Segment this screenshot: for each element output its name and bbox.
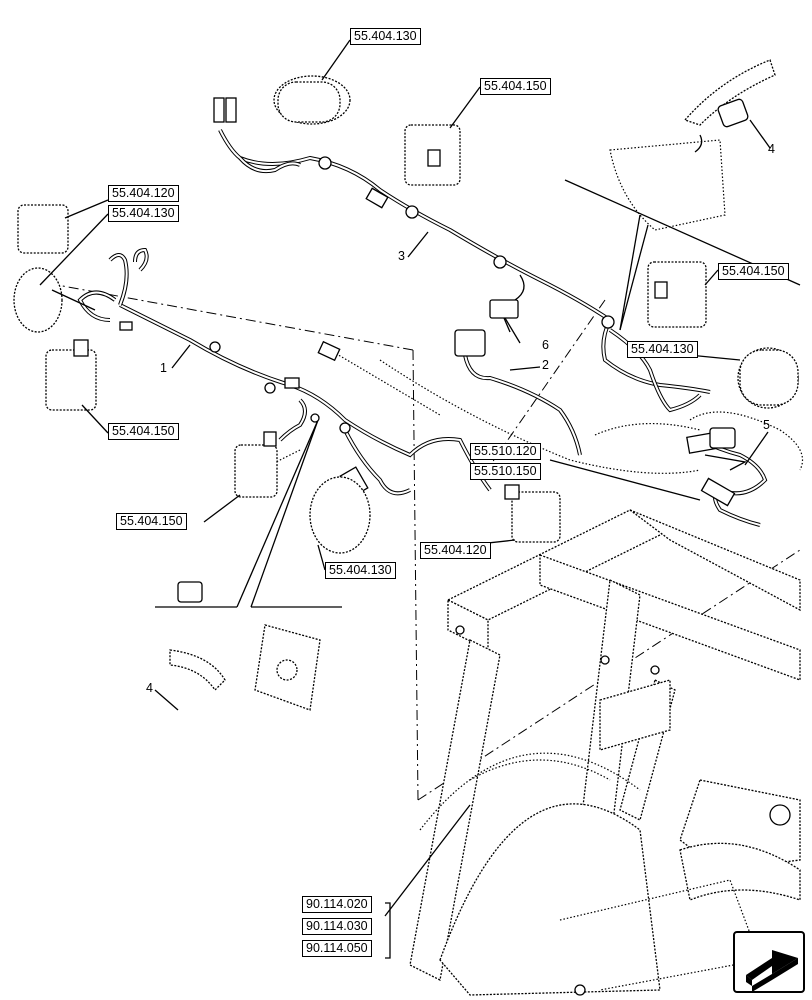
cab-frame xyxy=(409,509,801,996)
lamp-left-top xyxy=(17,204,69,254)
roof-outline xyxy=(379,139,804,474)
ref-box-55-404-120-left: 55.404.120 xyxy=(108,185,179,202)
harness-5 xyxy=(686,427,768,527)
ref-box-55-404-150-mid: 55.404.150 xyxy=(116,513,187,530)
next-page-arrow-icon[interactable] xyxy=(733,931,805,993)
ref-box-55-404-150-left-bottom: 55.404.150 xyxy=(108,423,179,440)
item-number-5: 5 xyxy=(763,418,770,432)
harness-1 xyxy=(77,247,492,498)
ref-box-55-404-130-left: 55.404.130 xyxy=(108,205,179,222)
oval-lamp-top xyxy=(273,75,351,125)
ref-box-55-404-120-mid: 55.404.120 xyxy=(420,542,491,559)
item-number-2: 2 xyxy=(542,358,549,372)
lamp-top-center xyxy=(404,124,461,186)
ref-box-55-404-130-right: 55.404.130 xyxy=(627,341,698,358)
oval-lamp-right xyxy=(737,347,799,409)
item-number-3: 3 xyxy=(398,249,405,263)
lamp-mid-left xyxy=(234,431,278,498)
lamp-mid-right xyxy=(504,484,561,543)
harness-3 xyxy=(213,97,711,413)
lamp-left-bottom xyxy=(45,339,97,411)
ref-box-55-404-150-right: 55.404.150 xyxy=(718,263,789,280)
ref-box-55-404-150-top: 55.404.150 xyxy=(480,78,551,95)
ref-box-90-114-030: 90.114.030 xyxy=(302,918,372,935)
ref-box-55-404-130-top: 55.404.130 xyxy=(350,28,421,45)
item-number-1: 1 xyxy=(160,361,167,375)
ref-box-55-510-120: 55.510.120 xyxy=(470,443,541,460)
ref-box-55-510-150: 55.510.150 xyxy=(470,463,541,480)
ref-box-55-404-130-mid: 55.404.130 xyxy=(325,562,396,579)
ref-box-90-114-020: 90.114.020 xyxy=(302,896,372,913)
oval-lamp-mid xyxy=(309,476,371,554)
item-number-6: 6 xyxy=(542,338,549,352)
drain-assembly-bottom xyxy=(169,581,321,711)
item-number-4-bottom: 4 xyxy=(146,681,153,695)
drain-assembly-top xyxy=(683,59,776,153)
ref-box-90-114-050: 90.114.050 xyxy=(302,940,372,957)
lamp-right xyxy=(647,261,707,328)
harness-2 xyxy=(454,274,582,456)
item-number-4-top: 4 xyxy=(768,142,775,156)
oval-lamp-left xyxy=(13,267,96,333)
